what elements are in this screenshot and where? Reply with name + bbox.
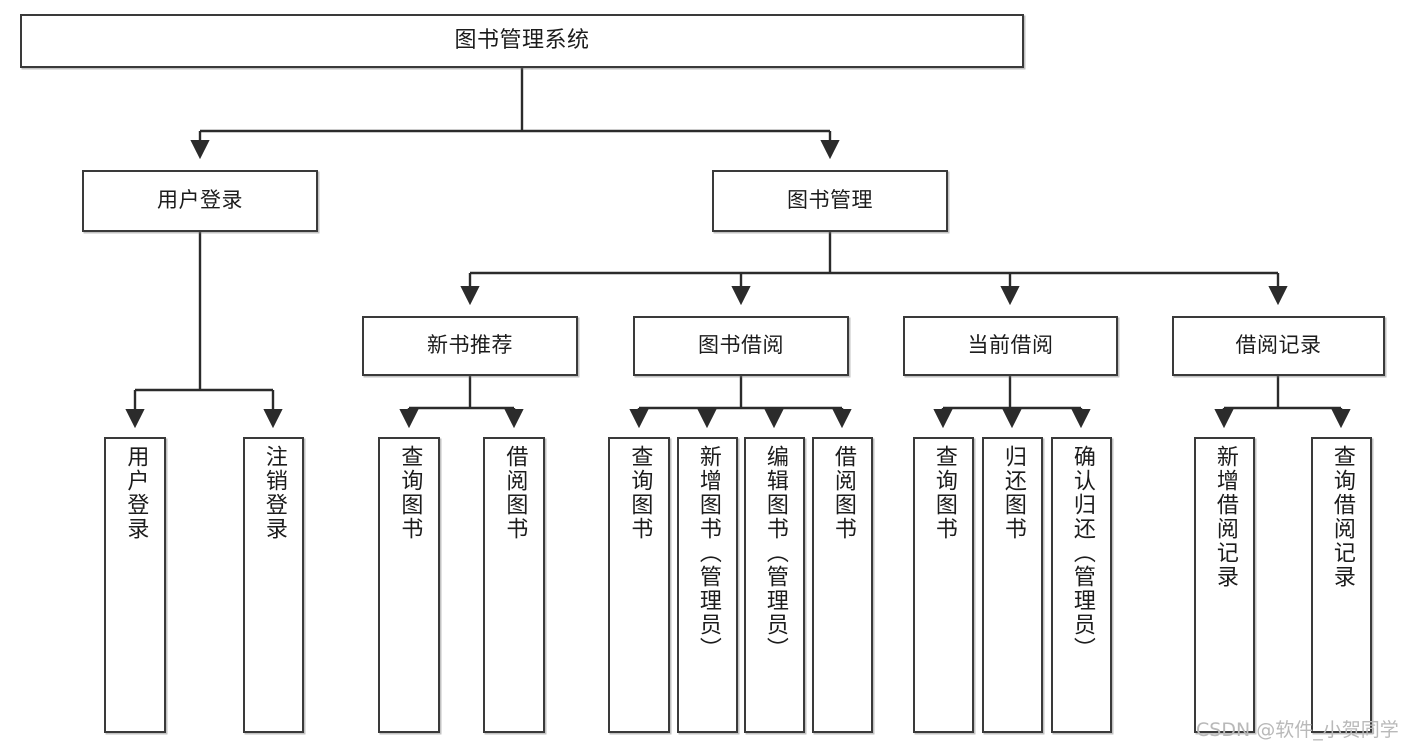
node-leaf-return-book-label: 归还图书 [1000,445,1026,541]
node-borrow-record-label: 借阅记录 [1235,333,1322,358]
node-leaf-add-record-label: 新增借阅记录 [1212,445,1238,589]
node-leaf-edit-book-label: 编辑图书（管理员） [762,445,788,661]
node-new-book-recommend[interactable]: 新书推荐 [362,316,578,376]
node-leaf-confirm-return[interactable]: 确认归还（管理员） [1051,437,1112,733]
node-book-borrow[interactable]: 图书借阅 [633,316,849,376]
node-leaf-query-book-2[interactable]: 查询图书 [608,437,670,733]
node-leaf-borrow-book-1[interactable]: 借阅图书 [483,437,545,733]
node-leaf-query-record-label: 查询借阅记录 [1329,445,1355,589]
node-leaf-return-book[interactable]: 归还图书 [982,437,1043,733]
node-leaf-query-book-3-label: 查询图书 [931,445,957,541]
node-root-label: 图书管理系统 [454,27,590,53]
node-borrow-record[interactable]: 借阅记录 [1172,316,1385,376]
node-root[interactable]: 图书管理系统 [20,14,1024,68]
node-leaf-query-book-1-label: 查询图书 [397,445,423,541]
node-leaf-borrow-book-2-label: 借阅图书 [830,445,856,541]
node-user-login-label: 用户登录 [157,188,243,213]
node-leaf-user-login-label: 用户登录 [123,445,149,541]
node-leaf-user-login[interactable]: 用户登录 [104,437,166,733]
node-leaf-query-book-3[interactable]: 查询图书 [913,437,974,733]
node-leaf-add-book[interactable]: 新增图书（管理员） [677,437,738,733]
node-book-manage-label: 图书管理 [787,188,873,213]
node-user-login[interactable]: 用户登录 [82,170,318,232]
node-leaf-confirm-return-label: 确认归还（管理员） [1069,445,1095,661]
node-current-borrow[interactable]: 当前借阅 [903,316,1118,376]
node-leaf-edit-book[interactable]: 编辑图书（管理员） [744,437,805,733]
node-new-book-recommend-label: 新书推荐 [427,333,513,358]
node-leaf-add-record[interactable]: 新增借阅记录 [1194,437,1255,733]
node-leaf-borrow-book-2[interactable]: 借阅图书 [812,437,873,733]
node-leaf-add-book-label: 新增图书（管理员） [695,445,721,661]
node-leaf-logout[interactable]: 注销登录 [243,437,304,733]
node-leaf-logout-label: 注销登录 [261,445,287,541]
node-leaf-query-book-2-label: 查询图书 [627,445,653,541]
watermark: CSDN @软件_小贺同学 [1196,719,1399,741]
node-book-manage[interactable]: 图书管理 [712,170,948,232]
node-current-borrow-label: 当前借阅 [967,333,1054,358]
node-leaf-query-record[interactable]: 查询借阅记录 [1311,437,1372,733]
node-leaf-borrow-book-1-label: 借阅图书 [502,445,528,541]
node-leaf-query-book-1[interactable]: 查询图书 [378,437,440,733]
node-book-borrow-label: 图书借阅 [698,333,784,358]
